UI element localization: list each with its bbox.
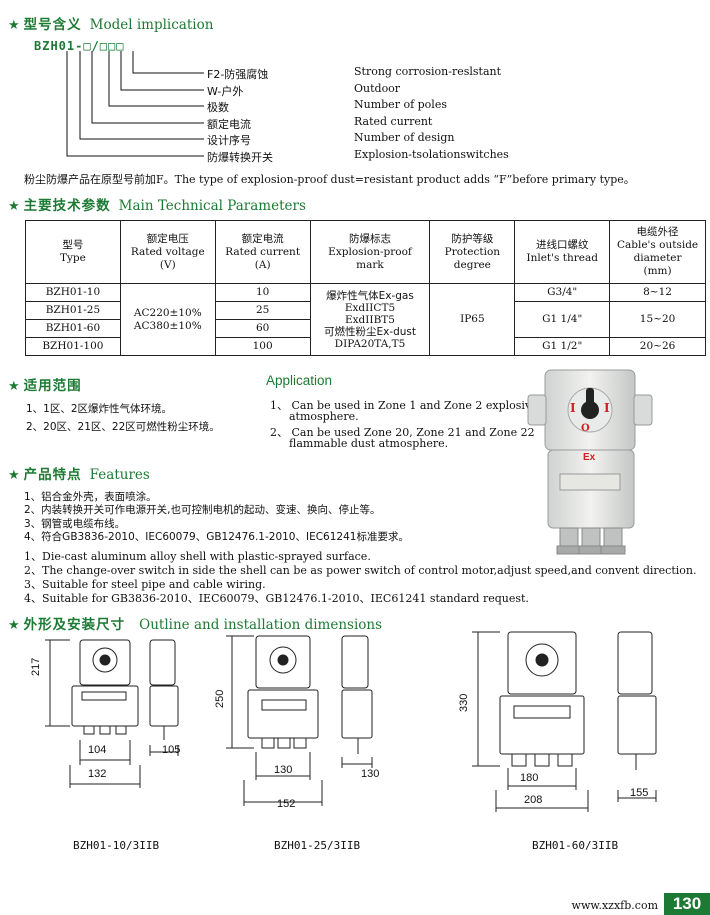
photo-mark-i-left: I bbox=[570, 401, 576, 415]
feature-item-cn: 2、内装转换开关可作电源开关,也可控制电机的起动、变速、换向、停止等。 bbox=[24, 504, 381, 516]
star-icon: ★ bbox=[8, 199, 20, 214]
model-row-en: Number of design bbox=[354, 131, 455, 144]
dim-height-3: 330 bbox=[458, 693, 470, 712]
footer-website: www.xzxfb.com bbox=[571, 899, 658, 912]
table-row: BZH01-10 AC220±10%AC380±10% 10 爆炸性气体Ex-g… bbox=[25, 283, 706, 356]
model-row-en: Explosion-tsolationswitches bbox=[354, 148, 509, 161]
model-code: BZH01-□/□□□ bbox=[34, 39, 125, 53]
dim-side-width-2: 130 bbox=[361, 768, 380, 780]
model-row-cn: 设计序号 bbox=[207, 134, 251, 147]
table-row: BZH01-60 60 bbox=[25, 319, 706, 338]
feature-item-en: 4、Suitable for GB3836-2010、IEC60079、GB12… bbox=[24, 592, 529, 605]
application-item-en: atmosphere. bbox=[289, 410, 359, 423]
feature-item-en: 1、Die-cast aluminum alloy shell with pla… bbox=[24, 550, 371, 563]
model-row-cn: W-户外 bbox=[207, 85, 244, 98]
dim-inner-width-1: 104 bbox=[88, 744, 107, 756]
dim-outer-width-2: 152 bbox=[277, 798, 296, 810]
drawing-3-side bbox=[617, 631, 657, 802]
feature-item-en: 3、Suitable for steel pipe and cable wiri… bbox=[24, 578, 266, 591]
cell-diameter: 8~12 bbox=[609, 283, 706, 302]
drawing-1-front bbox=[45, 639, 141, 788]
photo-mark-o: O bbox=[581, 423, 590, 434]
star-icon: ★ bbox=[8, 18, 20, 33]
cell-type: BZH01-100 bbox=[25, 337, 121, 356]
application-item-cn: 1、1区、2区爆炸性气体环境。 bbox=[26, 403, 173, 415]
model-row-en: Rated current bbox=[354, 115, 433, 128]
feature-item-cn: 1、铝合金外壳，表面喷涂。 bbox=[24, 491, 157, 503]
drawing-3-front bbox=[472, 631, 589, 812]
cell-diameter: 20~26 bbox=[609, 337, 706, 356]
drawing-caption-1: BZH01-10/3IIB bbox=[73, 839, 160, 852]
dim-height-2: 250 bbox=[214, 689, 226, 708]
cell-type: BZH01-10 bbox=[25, 283, 121, 302]
feature-item-cn: 4、符合GB3836-2010、IEC60079、GB12476.1-2010、… bbox=[24, 531, 409, 543]
section-title-application-cn: ★适用范围 bbox=[8, 378, 82, 394]
cell-thread: G1 1/2" bbox=[514, 337, 611, 356]
dust-proof-note: 粉尘防爆产品在原型号前加F。The type of explosion-proo… bbox=[24, 173, 635, 186]
cell-thread: G1 1/4" bbox=[514, 301, 611, 338]
cell-protection: IP65 bbox=[429, 283, 516, 356]
cell-current: 100 bbox=[214, 337, 311, 356]
drawing-2-front bbox=[226, 635, 323, 806]
photo-mark-i-right: I bbox=[604, 401, 610, 415]
model-row-cn: 防爆转换开关 bbox=[207, 151, 273, 164]
drawing-1-side bbox=[149, 639, 179, 756]
dim-side-width-1: 105 bbox=[162, 744, 181, 756]
model-row-en: Number of poles bbox=[354, 98, 447, 111]
ex-mark: Ex bbox=[583, 452, 596, 463]
model-row-cn: 额定电流 bbox=[207, 118, 251, 131]
dim-height-1: 217 bbox=[30, 657, 42, 676]
star-icon: ★ bbox=[8, 379, 20, 394]
dim-side-width-3: 155 bbox=[630, 787, 649, 799]
section-title-application-en: Application bbox=[266, 373, 333, 388]
application-item-en: 2、 Can be used Zone 20, Zone 21 and Zone… bbox=[270, 426, 535, 439]
model-row-cn: 极数 bbox=[207, 101, 229, 114]
dim-inner-width-3: 180 bbox=[520, 772, 539, 784]
cell-voltage: AC220±10%AC380±10% bbox=[119, 283, 216, 356]
drawing-caption-3: BZH01-60/3IIB bbox=[532, 839, 619, 852]
dim-outer-width-1: 132 bbox=[88, 768, 107, 780]
application-item-en: 1、 Can be used in Zone 1 and Zone 2 expl… bbox=[270, 399, 538, 412]
model-row-cn: F2-防强腐蚀 bbox=[207, 68, 269, 81]
dim-outer-width-3: 208 bbox=[524, 794, 543, 806]
application-item-en: flammable dust atmosphere. bbox=[289, 437, 449, 450]
star-icon: ★ bbox=[8, 618, 20, 633]
feature-item-en: 2、The change-over switch in side the she… bbox=[24, 564, 697, 577]
model-row-en: Strong corrosion-reslstant bbox=[354, 65, 502, 78]
model-row-en: Outdoor bbox=[354, 82, 401, 95]
dim-inner-width-2: 130 bbox=[274, 764, 293, 776]
drawing-2-side bbox=[341, 635, 373, 768]
application-item-cn: 2、20区、21区、22区可燃性粉尘环境。 bbox=[26, 421, 220, 433]
cell-type: BZH01-60 bbox=[25, 319, 121, 338]
star-icon: ★ bbox=[8, 468, 20, 483]
drawing-caption-2: BZH01-25/3IIB bbox=[274, 839, 361, 852]
table-row: BZH01-100 100 G1 1/2" 20~26 bbox=[25, 337, 706, 356]
page-number: 130 bbox=[664, 893, 710, 915]
feature-item-cn: 3、钢管或电缆布线。 bbox=[24, 518, 126, 530]
